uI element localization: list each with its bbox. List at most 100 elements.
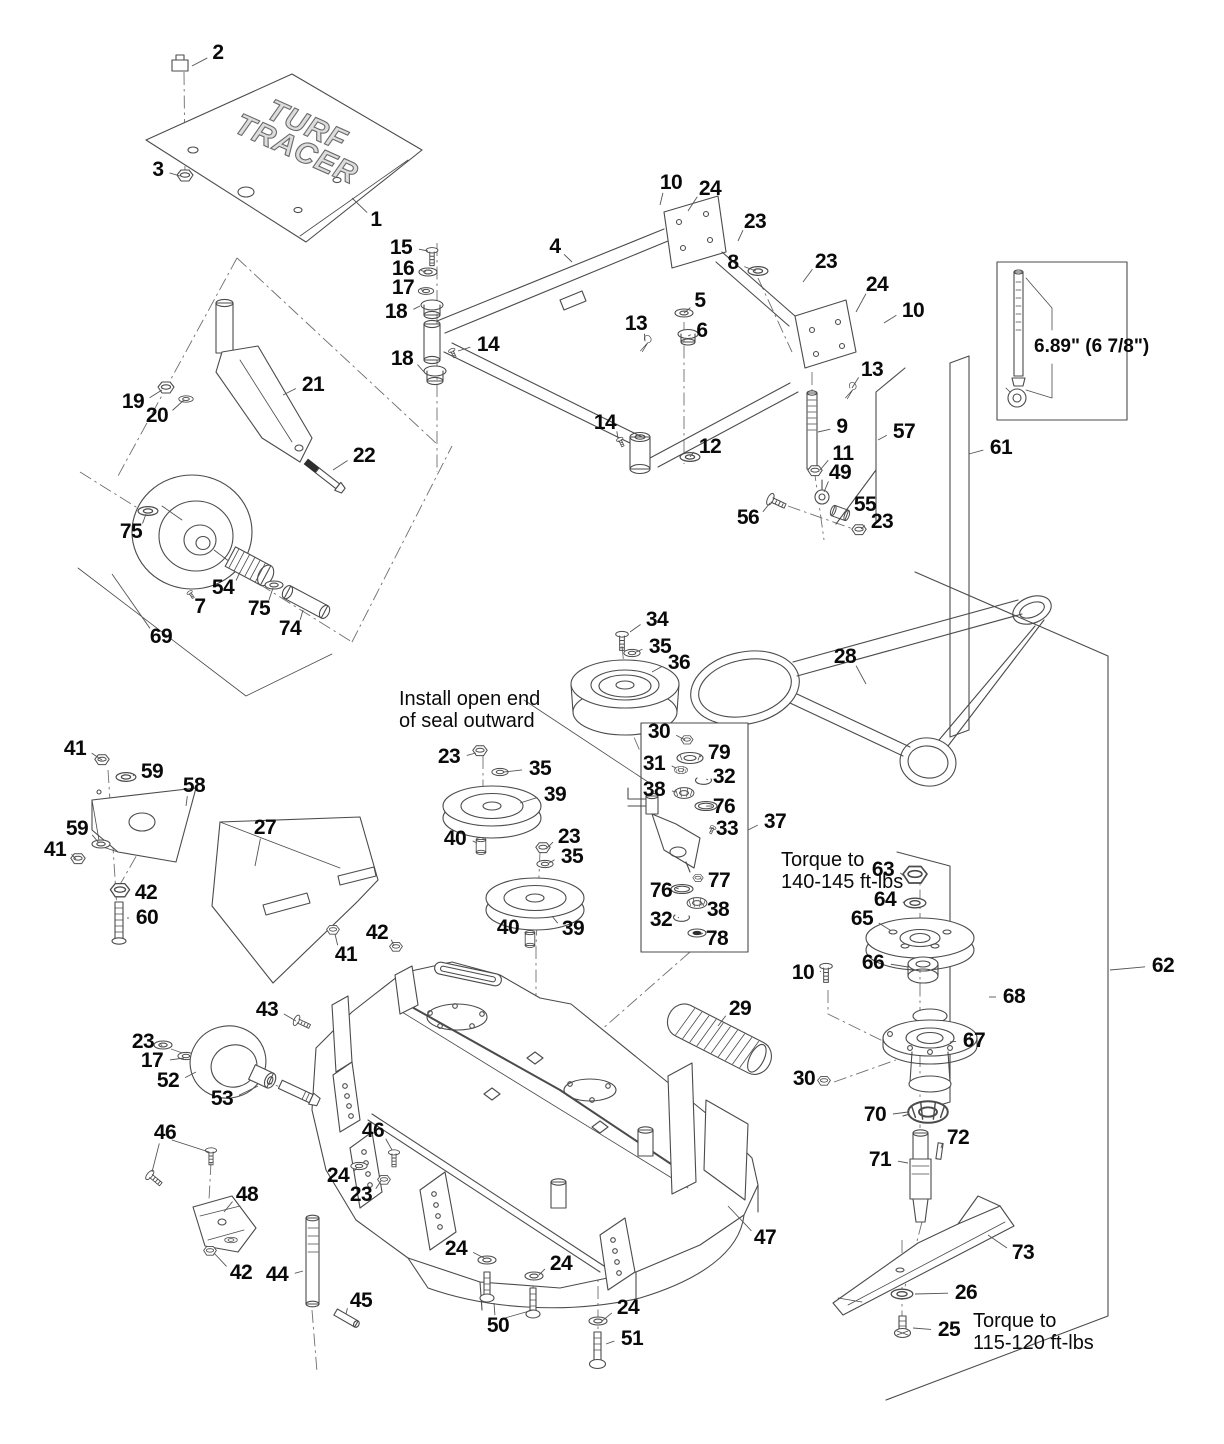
- leader-line-25: [912, 1327, 932, 1330]
- note-torque-spindle-line2: 140-145 ft-lbs: [781, 871, 904, 893]
- callout-24: 24: [549, 1252, 573, 1275]
- callout-60: 60: [135, 906, 159, 929]
- bolt-51: [588, 1331, 607, 1370]
- shaft-71: [909, 1129, 932, 1223]
- leader-line-59: [91, 834, 100, 844]
- leader-line-61: [968, 449, 984, 455]
- callout-24: 24: [865, 273, 889, 296]
- spring-29: [666, 1003, 772, 1075]
- bracket-48: [143, 1147, 401, 1256]
- note-install-seal-line1: Install open end: [399, 688, 541, 710]
- deck-tube-2: [550, 1178, 567, 1209]
- callout-76: 76: [649, 879, 673, 902]
- leader-line-16: [420, 269, 427, 273]
- callout-6: 6: [696, 319, 708, 342]
- callout-17: 17: [140, 1049, 164, 1072]
- callout-30: 30: [647, 720, 671, 743]
- callout-12: 12: [698, 435, 722, 458]
- leader-line-18: [413, 305, 421, 310]
- callout-4: 4: [549, 235, 561, 258]
- callout-51: 51: [620, 1327, 644, 1350]
- callout-3: 3: [152, 158, 164, 181]
- callout-17: 17: [391, 276, 415, 299]
- callout-61: 61: [989, 436, 1013, 459]
- callout-79: 79: [707, 741, 731, 764]
- leader-line-27: [254, 838, 261, 867]
- bolt-50a: [479, 1271, 495, 1303]
- leader-line-8: [744, 266, 757, 272]
- callout-29: 29: [728, 997, 752, 1020]
- leader-line-51: [605, 1340, 615, 1345]
- leader-line-24: [687, 196, 698, 212]
- callout-7: 7: [194, 595, 206, 618]
- callout-28: 28: [833, 645, 857, 668]
- callout-23: 23: [437, 745, 461, 768]
- leader-line-57: [877, 434, 888, 441]
- note-torque-blade: Torque to 115-120 ft-lbs: [973, 1310, 1094, 1354]
- leader-line-23: [545, 841, 554, 850]
- callout-2: 2: [212, 41, 224, 64]
- callout-23: 23: [870, 510, 894, 533]
- leader-line-35: [503, 769, 523, 773]
- callout-14: 14: [476, 333, 500, 356]
- leader-line-40: [472, 840, 478, 844]
- leader-line-22: [332, 460, 348, 471]
- callout-50: 50: [486, 1314, 510, 1337]
- callout-23: 23: [349, 1183, 373, 1206]
- leader-line-54: [235, 571, 241, 581]
- callout-27: 27: [253, 816, 277, 839]
- dimension-box: [996, 261, 1128, 421]
- callout-55: 55: [853, 493, 877, 516]
- callout-47: 47: [753, 1226, 777, 1249]
- callout-56: 56: [736, 506, 760, 529]
- pin-45: [333, 1308, 360, 1328]
- leader-line-13: [643, 333, 646, 342]
- callout-24: 24: [326, 1164, 350, 1187]
- callout-69: 69: [149, 625, 173, 648]
- leader-line-46: [151, 1143, 160, 1173]
- note-torque-spindle: Torque to 140-145 ft-lbs: [781, 849, 903, 893]
- bushing-18b: [423, 365, 447, 386]
- leader-line-41: [334, 933, 339, 946]
- callout-11: 11: [832, 442, 854, 465]
- callout-74: 74: [278, 617, 302, 640]
- callout-58: 58: [182, 774, 206, 797]
- leader-line-56: [762, 502, 771, 513]
- idler-arm: [627, 787, 701, 873]
- leader-line-53: [238, 1085, 259, 1096]
- bushing-6: [677, 328, 699, 346]
- leader-line-19: [149, 389, 163, 399]
- roller-54: [224, 546, 275, 587]
- callout-33: 33: [715, 817, 739, 840]
- leader-line-12: [689, 451, 695, 458]
- pulley-65: [865, 917, 975, 971]
- leader-line-36: [651, 666, 663, 673]
- note-install-seal: Install open end of seal outward: [399, 688, 540, 732]
- callout-32: 32: [649, 908, 673, 931]
- leader-line-24: [353, 1166, 358, 1172]
- callout-18: 18: [390, 347, 414, 370]
- deck-frame: [417, 195, 970, 738]
- leader-line-41: [71, 854, 77, 860]
- leader-line-43: [283, 1013, 297, 1022]
- leader-line-67: [949, 1041, 957, 1043]
- callout-20: 20: [145, 404, 169, 427]
- pulley-39-upper: [442, 745, 542, 855]
- callout-13: 13: [624, 312, 648, 335]
- bracket-57: [835, 367, 906, 525]
- callout-59: 59: [140, 760, 164, 783]
- leader-line-73: [987, 1234, 1008, 1249]
- leader-line-64: [902, 901, 905, 904]
- leader-line-17: [420, 289, 425, 292]
- callout-66: 66: [861, 951, 885, 974]
- blade-assembly: [832, 1195, 1015, 1339]
- pin-74: [281, 585, 331, 619]
- leader-line-20: [172, 399, 185, 411]
- leader-line-31: [671, 765, 677, 769]
- callout-78: 78: [705, 927, 729, 950]
- note-leader: [523, 699, 649, 783]
- leader-line-34: [629, 624, 641, 633]
- leader-line-58: [185, 796, 188, 807]
- leader-line-17: [169, 1057, 185, 1061]
